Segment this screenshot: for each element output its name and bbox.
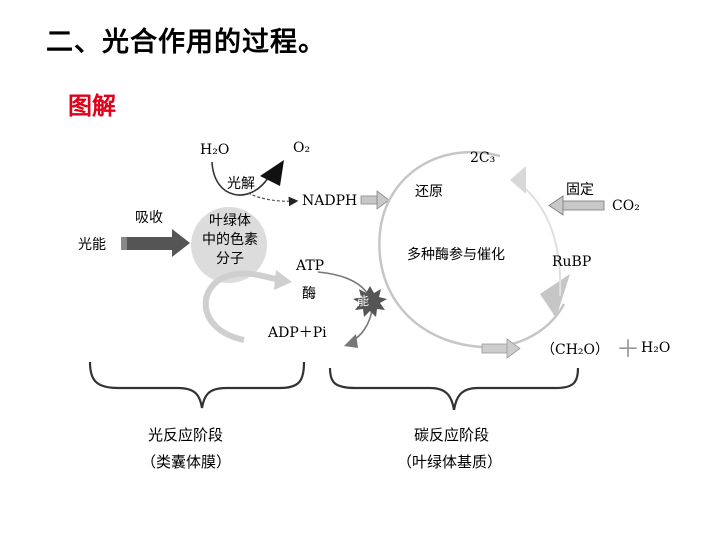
plus-sign: ＋ (616, 335, 640, 363)
pigment-circle (191, 207, 267, 283)
fixation-label: 固定 (566, 182, 594, 198)
photolysis-to-nadph-arrow (247, 192, 299, 207)
calvin-cycle-arc (378, 150, 566, 349)
adp-pi-label: ADP＋Pi (268, 325, 327, 341)
reduction-label: 还原 (415, 184, 443, 200)
c3-label: 2C₃ (470, 150, 496, 166)
pigment-molecule-label: 叶绿体 中的色素 分子 (198, 212, 262, 269)
calvin-cycle-arrowhead (540, 274, 570, 318)
pigment-line-3: 分子 (216, 251, 244, 267)
output-arrow-body (481, 343, 509, 354)
energy-burst (353, 286, 387, 317)
co2-arrow-body (561, 200, 605, 211)
nadph-arrow-head (376, 190, 390, 210)
light-stage-label: 光反应阶段 (148, 426, 224, 444)
absorb-label: 吸收 (135, 210, 163, 226)
carbon-stage-location: （叶绿体基质） (397, 453, 503, 471)
pigment-line-2: 中的色素 (202, 232, 258, 248)
photolysis-label: 光解 (227, 176, 255, 192)
nadph-arrow-body (360, 195, 378, 205)
light-absorb-arrow-head (172, 229, 190, 257)
carbon-stage-label: 碳反应阶段 (414, 426, 490, 444)
slide-title: 二、光合作用的过程。 (46, 27, 326, 58)
enzyme-label: 酶 (302, 286, 316, 302)
atp-cycle-arc (202, 270, 281, 343)
light-stage-location: （类囊体膜） (141, 453, 232, 471)
energy-badge: 能 (357, 294, 370, 308)
light-energy-label: 光能 (78, 237, 106, 253)
calvin-regeneration-arrowhead (510, 166, 526, 194)
nadph-label: NADPH (302, 193, 358, 209)
enzymes-catalysis-label: 多种酶参与催化 (407, 247, 505, 263)
carbon-stage-brace (328, 367, 580, 411)
water-input-label: H₂O (200, 142, 230, 158)
pigment-line-1: 叶绿体 (209, 213, 251, 229)
oxygen-output-label: O₂ (293, 140, 311, 156)
photolysis-arrowhead (260, 160, 284, 186)
atp-label: ATP (296, 258, 325, 274)
water-output-label: H₂O (641, 340, 671, 356)
photolysis-arrow (211, 161, 269, 196)
co2-arrow-head (548, 195, 564, 216)
rubp-label: RuBP (552, 254, 592, 270)
light-absorb-arrow-stripes (121, 237, 127, 250)
carbohydrate-label: （CH₂O） (541, 342, 610, 358)
atp-to-adp-arrowhead (344, 334, 358, 348)
calvin-regeneration-arrow (519, 183, 562, 297)
light-stage-brace (88, 361, 306, 409)
atp-cycle-arrowhead (274, 270, 292, 290)
diagram-subtitle: 图解 (68, 92, 116, 120)
light-absorb-arrow-body (121, 237, 173, 250)
co2-input-label: CO₂ (612, 198, 640, 214)
output-arrow-head (506, 338, 521, 359)
